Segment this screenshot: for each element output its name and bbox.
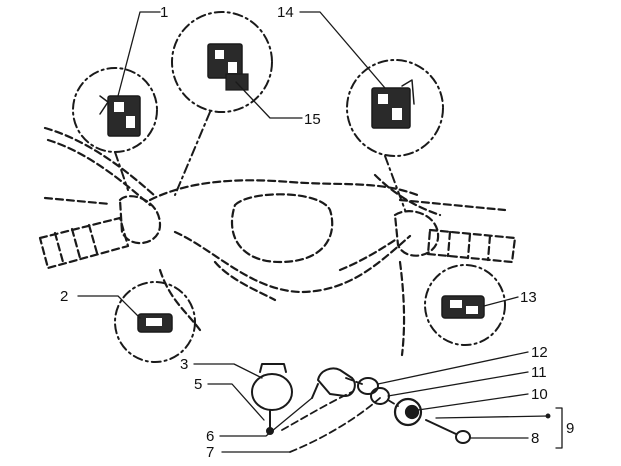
label-7: 7: [206, 444, 214, 461]
handlebar-assembly: [38, 126, 517, 357]
label-11: 11: [531, 364, 547, 381]
switch-part-2: [137, 313, 173, 333]
detail-circle-switch-13: [424, 264, 506, 346]
part-11-12-washers: [357, 377, 390, 405]
part-8-screw: [425, 419, 471, 444]
part-3-5-clamp: [251, 363, 293, 435]
label-13: 13: [520, 289, 537, 306]
label-6: 6: [206, 428, 214, 445]
label-1: 1: [160, 4, 168, 21]
part-10-knob: [393, 397, 423, 427]
label-8: 8: [531, 430, 539, 447]
label-2: 2: [60, 288, 68, 305]
detail-callouts: [72, 11, 506, 363]
switch-part-14: [371, 79, 415, 129]
detail-circle-switch-14: [346, 59, 444, 157]
label-12: 12: [531, 344, 548, 361]
switch-part-1: [99, 95, 141, 137]
label-14: 14: [277, 4, 294, 21]
bottom-dashed-links: [281, 377, 399, 453]
label-10: 10: [531, 386, 548, 403]
part-7-body: [311, 367, 356, 399]
callout-labels: 1 14 15 2 13 3 5 6 7 12 11 10 9 8: [60, 4, 574, 461]
leader-lines: [77, 11, 563, 453]
switch-part-13: [441, 295, 485, 319]
switch-part-15: [207, 43, 249, 91]
label-3: 3: [180, 356, 188, 373]
label-9: 9: [566, 420, 574, 437]
detail-circle-switch-2: [114, 281, 196, 363]
label-5: 5: [194, 376, 202, 393]
detail-circle-switch-15: [171, 11, 273, 113]
label-15: 15: [304, 111, 321, 128]
